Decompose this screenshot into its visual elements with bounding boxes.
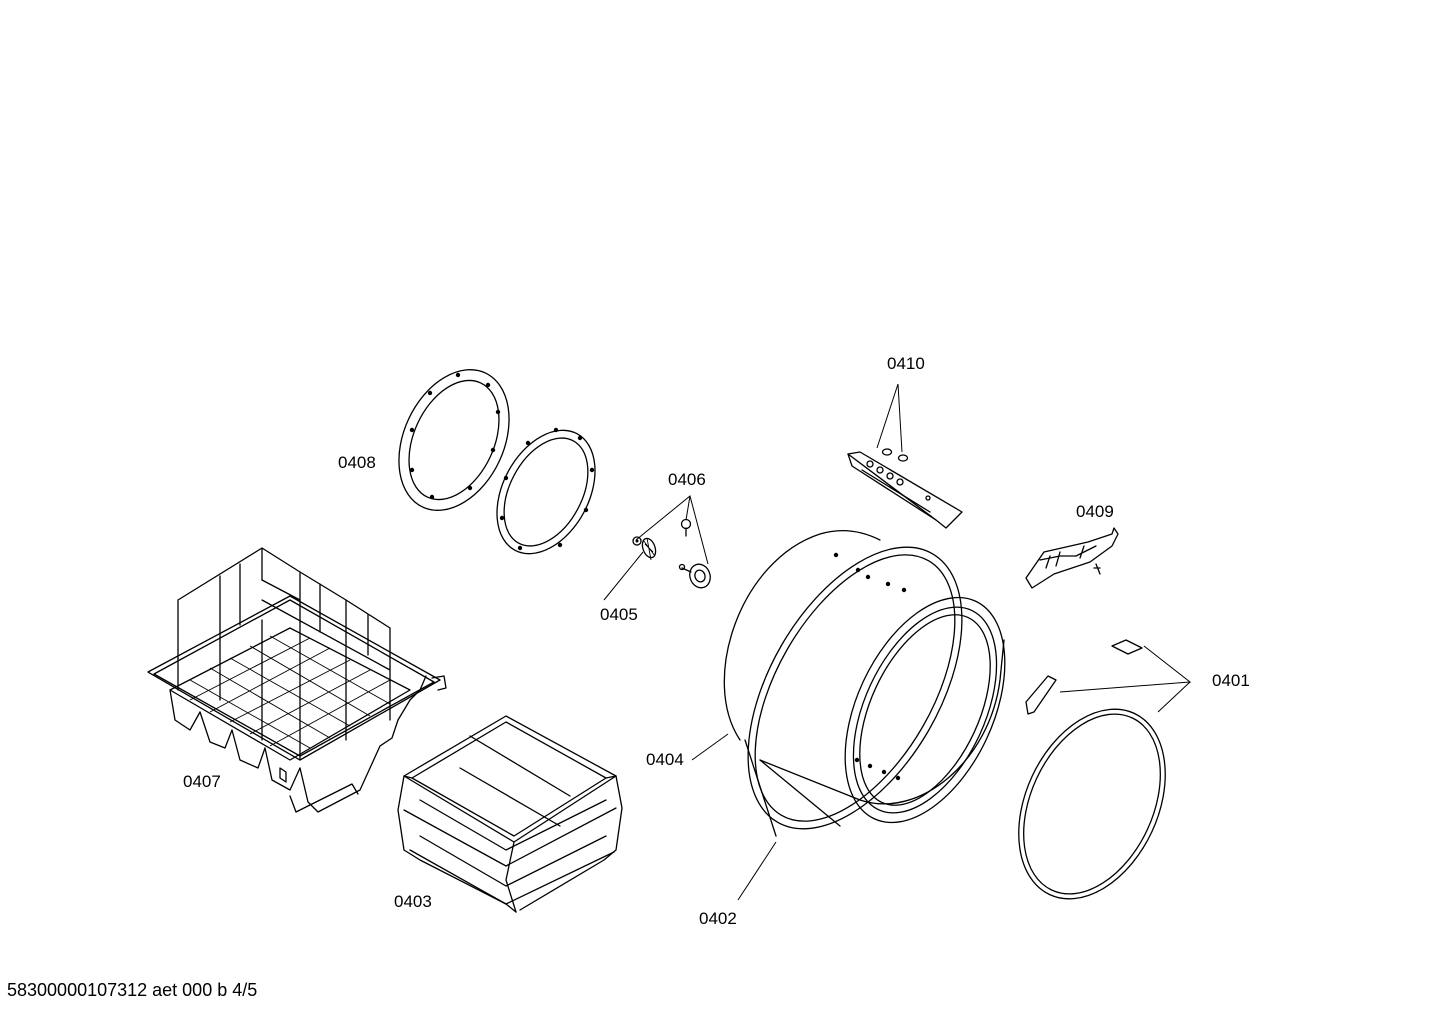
leader-lines (603, 383, 1192, 901)
label-0402: 0402 (699, 909, 737, 928)
document-id: 58300000107312 aet 000 b 4/5 (7, 980, 258, 1000)
label-0406: 0406 (668, 470, 706, 489)
label-0405: 0405 (600, 605, 638, 624)
label-0401: 0401 (1212, 671, 1250, 690)
part-0406-screws[interactable] (678, 518, 714, 591)
gasket-rivets (499, 427, 595, 551)
part-0405-bearing-parts[interactable] (632, 536, 658, 561)
part-0410-drum-lifter[interactable] (847, 448, 963, 529)
part-labels: 0410 0408 0406 0409 0405 0401 0404 0407 … (183, 354, 1250, 928)
part-0407-wire-basket[interactable] (147, 547, 447, 813)
part-0409-bracket[interactable] (1025, 527, 1119, 589)
part-0408-door-rings[interactable] (377, 352, 615, 571)
part-0403-rack-frame[interactable] (397, 715, 623, 913)
label-0403: 0403 (394, 892, 432, 911)
ring-screw-holes (409, 372, 501, 500)
drum-holes (833, 552, 907, 781)
label-0407: 0407 (183, 772, 221, 791)
label-0404: 0404 (646, 750, 684, 769)
label-0408: 0408 (338, 453, 376, 472)
part-0401-seal-ring[interactable] (990, 639, 1194, 923)
label-0409: 0409 (1076, 502, 1114, 521)
part-0404-drum[interactable] (704, 511, 1037, 864)
label-0410: 0410 (887, 354, 925, 373)
